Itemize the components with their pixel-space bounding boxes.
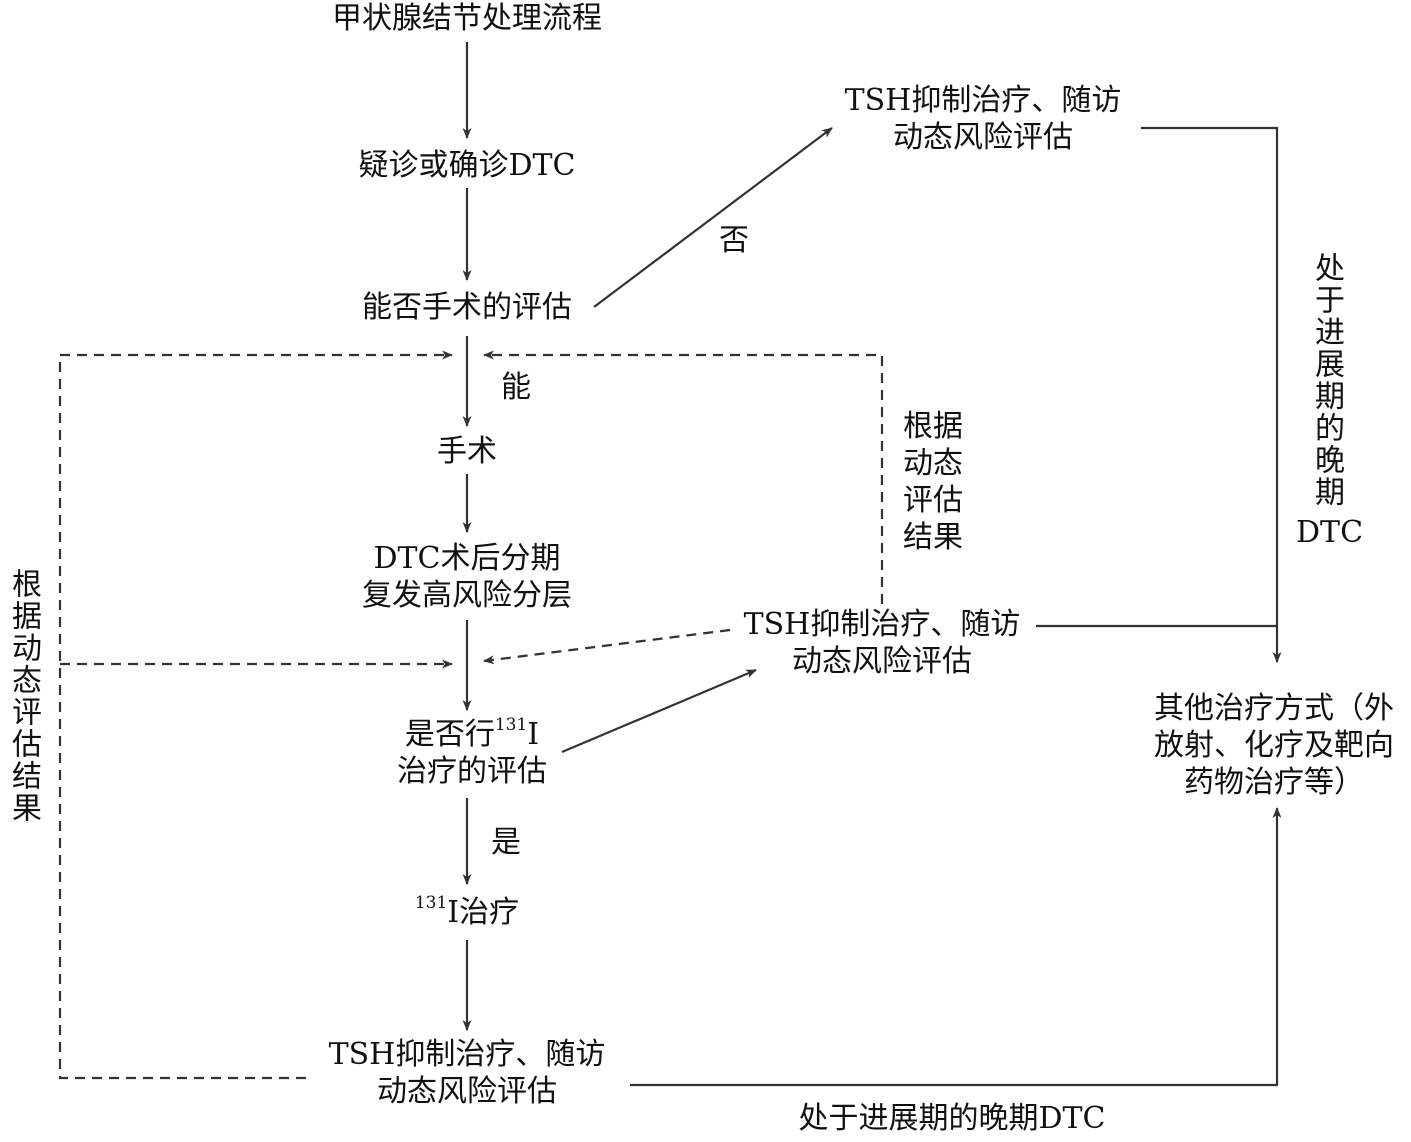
dashed-mid-feedback xyxy=(483,350,884,604)
node-staging-line1: DTC术后分期 xyxy=(373,541,561,576)
dynamic-mid-line3: 评估 xyxy=(903,483,963,518)
arrow-no-to-tsh-top xyxy=(593,127,833,308)
advanced-right-dtc: DTC xyxy=(1296,515,1364,550)
arrow-i131assess-to-tsh-mid xyxy=(561,668,757,754)
edge-label-can: 能 xyxy=(501,370,531,405)
dynamic-mid-line1: 根据 xyxy=(903,409,963,444)
edge-label-yes: 是 xyxy=(491,825,521,860)
edge-label-dynamic-left: 根据动态评估结果 xyxy=(6,568,41,824)
node-suspect-dtc: 疑诊或确诊DTC xyxy=(358,148,576,183)
node-start: 甲状腺结节处理流程 xyxy=(332,1,602,36)
node-i131-assess: 是否行131I 治疗的评估 xyxy=(337,716,607,790)
dashed-left-feedback xyxy=(58,350,453,1080)
node-other-line2: 放射、化疗及靶向 xyxy=(1154,728,1394,763)
edge-label-dynamic-mid: 根据 动态 评估 结果 xyxy=(896,408,970,556)
node-tsh-top-line2: 动态风险评估 xyxy=(893,120,1073,155)
node-other-line3: 药物治疗等） xyxy=(1184,765,1364,800)
node-i131-assess-line2: 治疗的评估 xyxy=(397,754,547,789)
node-tsh-bottom-line2: 动态风险评估 xyxy=(377,1074,557,1109)
edge-label-no: 否 xyxy=(719,223,749,258)
i131-therapy-post: I治疗 xyxy=(447,895,520,930)
node-tsh-bottom: TSH抑制治疗、随访 动态风险评估 xyxy=(307,1036,627,1110)
dynamic-mid-line2: 动态 xyxy=(903,446,963,481)
edge-label-advanced-bottom: 处于进展期的晚期DTC xyxy=(798,1101,1106,1136)
node-surgery: 手术 xyxy=(437,434,497,469)
i131-assess-post: I xyxy=(527,717,540,752)
i131-assess-pre: 是否行 xyxy=(404,717,495,752)
node-tsh-top: TSH抑制治疗、随访 动态风险评估 xyxy=(823,82,1143,156)
node-tsh-mid-line1: TSH抑制治疗、随访 xyxy=(743,607,1021,642)
node-i131-therapy: 131I治疗 xyxy=(367,894,567,932)
node-tsh-top-line1: TSH抑制治疗、随访 xyxy=(844,83,1122,118)
node-tsh-bottom-line1: TSH抑制治疗、随访 xyxy=(328,1037,606,1072)
line-tsh-bottom-to-other xyxy=(630,807,1282,1087)
dynamic-mid-line4: 结果 xyxy=(903,520,963,555)
node-staging-line2: 复发高风险分层 xyxy=(362,578,572,613)
node-assess-surgery: 能否手术的评估 xyxy=(362,290,572,325)
node-staging: DTC术后分期 复发高风险分层 xyxy=(317,540,617,614)
edge-label-advanced-right: 处于进展期的晚期 DTC xyxy=(1296,252,1364,552)
node-other-therapy: 其他治疗方式（外 放射、化疗及靶向 药物治疗等） xyxy=(1138,690,1410,801)
node-other-line1: 其他治疗方式（外 xyxy=(1154,691,1394,726)
node-tsh-mid: TSH抑制治疗、随访 动态风险评估 xyxy=(722,606,1042,680)
dashed-tsh-mid-to-i131 xyxy=(483,628,731,665)
advanced-right-chars: 处于进展期的晚期 xyxy=(1309,252,1344,508)
line-tsh-top-to-right xyxy=(1141,126,1282,663)
i131-therapy-superscript: 131 xyxy=(414,893,448,913)
i131-assess-superscript: 131 xyxy=(494,715,528,735)
node-i131-assess-line1: 是否行131I xyxy=(337,716,607,753)
node-tsh-mid-line2: 动态风险评估 xyxy=(792,644,972,679)
